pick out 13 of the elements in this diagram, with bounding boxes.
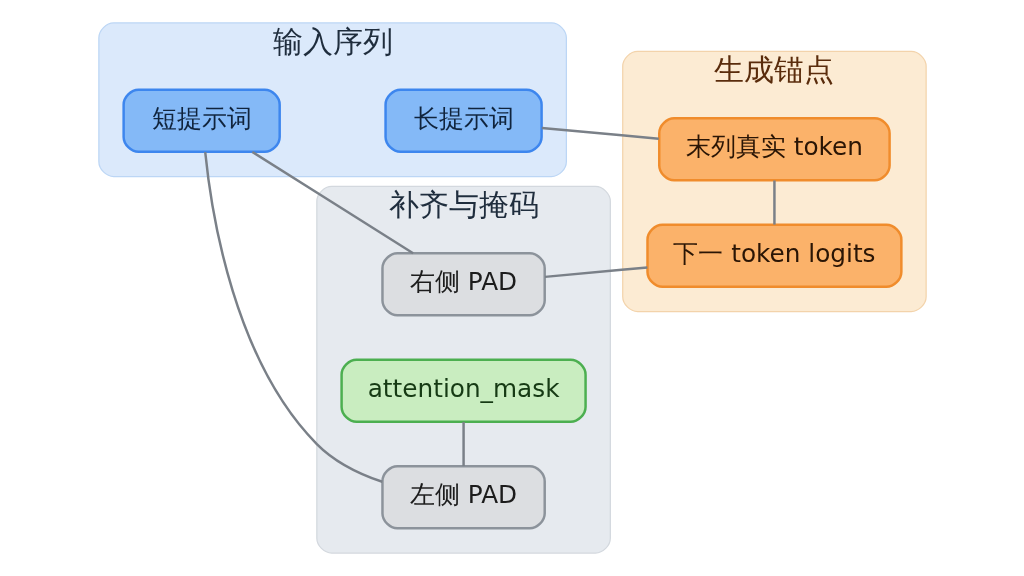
node-box: 左侧 PAD [380,465,546,530]
node-box: attention_mask [339,358,587,423]
connector [203,151,383,483]
node-box: 右侧 PAD [380,252,546,317]
node-box: 短提示词 [121,88,281,153]
node-box: 长提示词 [383,88,543,153]
connector [461,421,465,467]
node-box: 下一 token logits [645,223,903,288]
connector [544,266,647,279]
node-box: 末列真实 token [657,117,891,182]
connector [772,180,776,225]
connector [541,126,659,140]
connector [251,150,414,255]
